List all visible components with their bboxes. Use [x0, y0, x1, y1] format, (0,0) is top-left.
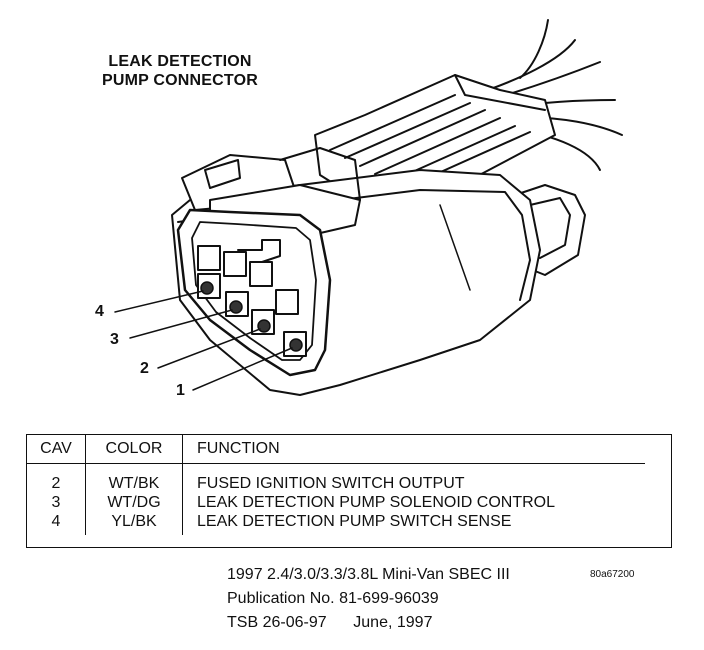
pin-label-1: 1 — [176, 382, 185, 399]
pin-label-4: 4 — [95, 303, 104, 320]
table-row: 4 YL/BK LEAK DETECTION PUMP SWITCH SENSE — [27, 512, 645, 535]
title-line-2: PUMP CONNECTOR — [101, 72, 258, 89]
connector-face — [176, 208, 332, 377]
title-line-1: LEAK DETECTION — [108, 53, 252, 70]
cell-function: LEAK DETECTION PUMP SWITCH SENSE — [182, 512, 645, 535]
table-row: 2 WT/BK FUSED IGNITION SWITCH OUTPUT — [27, 463, 645, 493]
pin-1 — [289, 338, 303, 352]
cell-color: YL/BK — [85, 512, 183, 535]
diagram-title: LEAK DETECTION PUMP CONNECTOR — [80, 52, 280, 90]
header-cav: CAV — [27, 435, 86, 464]
pin-4 — [200, 281, 214, 295]
cell-function: FUSED IGNITION SWITCH OUTPUT — [182, 463, 645, 493]
footer-publication-line: Publication No. 81-699-96039 — [227, 590, 439, 607]
cell-color: WT/BK — [85, 463, 183, 493]
cell-cav: 2 — [51, 475, 61, 492]
cell-cav: 3 — [51, 494, 61, 511]
cell-cav: 4 — [51, 513, 61, 530]
terminal-pins — [200, 281, 303, 352]
pin-label-3: 3 — [110, 331, 119, 348]
pin-3 — [229, 300, 243, 314]
pin-leader-lines — [114, 290, 293, 391]
cell-color: WT/DG — [85, 493, 183, 512]
cell-function: LEAK DETECTION PUMP SOLENOID CONTROL — [182, 493, 645, 512]
table-row: 3 WT/DG LEAK DETECTION PUMP SOLENOID CON… — [27, 493, 645, 512]
footer-tsb-line: TSB 26-06-97 June, 1997 — [227, 614, 433, 631]
cavity-function-table: CAV COLOR FUNCTION 2 WT/BK FUSED IGNITIO… — [27, 435, 645, 535]
pin-label-2: 2 — [140, 360, 149, 377]
pin-2 — [257, 319, 271, 333]
connector-illustration — [114, 19, 623, 396]
header-function: FUNCTION — [182, 435, 645, 464]
footer-vehicle-line: 1997 2.4/3.0/3.3/3.8L Mini-Van SBEC III — [227, 566, 510, 583]
figure-id: 80a67200 — [590, 569, 635, 580]
header-color: COLOR — [85, 435, 183, 464]
table-header-row: CAV COLOR FUNCTION — [27, 435, 645, 464]
